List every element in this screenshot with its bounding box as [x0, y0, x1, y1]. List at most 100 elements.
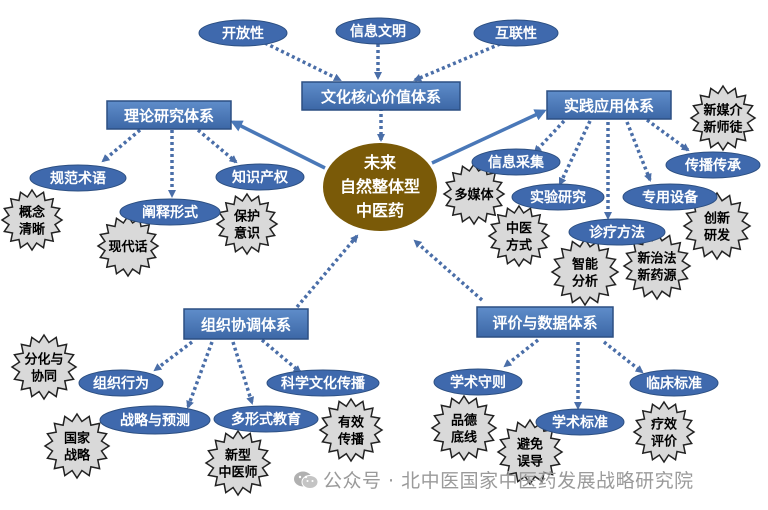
star-label: 品德 — [451, 413, 477, 429]
svg-text:中医药: 中医药 — [356, 201, 404, 220]
oval-label: 组织行为 — [93, 375, 149, 392]
oval-guifan: 规范术语 — [29, 164, 127, 192]
oval-label: 诊疗方法 — [589, 224, 645, 241]
oval-xinxi-caiji: 信息采集 — [471, 148, 561, 176]
watermark: 公众号 · 北中医国家中医药发展战略研究院 — [293, 466, 694, 493]
star-label: 新媒介 — [703, 103, 743, 119]
oval-kaifang: 开放性 — [198, 19, 288, 47]
oval-duoxingshi: 多形式教育 — [213, 405, 319, 433]
star-duomeiti: 多媒体 — [442, 162, 506, 226]
dotted-arrows — [101, 41, 690, 410]
wechat-icon — [294, 471, 319, 489]
star-badges: 概念清晰现代话保护意识多媒体中医方式智能分析新治法新药源新媒介新师徒创新研发分化… — [0, 84, 757, 497]
oval-linchuang: 临床标准 — [629, 369, 719, 397]
star-label: 新师徒 — [703, 120, 743, 136]
oval-shoudze: 学术守则 — [433, 368, 523, 396]
oval-hulian: 互联性 — [473, 19, 559, 47]
svg-text:未来: 未来 — [363, 153, 397, 172]
watermark-text: 公众号 · 北中医国家中医药发展战略研究院 — [323, 470, 694, 492]
system-left: 理论研究体系 — [106, 100, 232, 130]
star-label: 意识 — [234, 226, 260, 242]
oval-zhenliao: 诊疗方法 — [568, 218, 666, 246]
oval-label: 学术标准 — [552, 414, 608, 431]
oval-label: 知识产权 — [232, 169, 289, 186]
oval-label: 开放性 — [222, 25, 264, 42]
star-label: 新药源 — [637, 268, 676, 284]
star-label: 避免 — [517, 437, 543, 453]
star-label: 分析 — [572, 274, 598, 290]
solid-arrows — [230, 109, 547, 170]
star-label: 创新 — [703, 211, 730, 227]
oval-zhishi: 知识产权 — [215, 163, 305, 191]
oval-zhanlue: 战略与预测 — [99, 405, 211, 435]
oval-chanshi: 阐释形式 — [119, 198, 221, 226]
star-label: 分化与 — [24, 352, 63, 368]
star-label: 智能 — [572, 257, 598, 273]
oval-shiyan: 实验研究 — [511, 183, 605, 211]
oval-label: 规范术语 — [50, 170, 106, 187]
oval-zuzhi: 组织行为 — [78, 369, 164, 397]
svg-text:实践应用体系: 实践应用体系 — [564, 97, 654, 115]
oval-biaozhun: 学术标准 — [535, 408, 625, 436]
star-label: 评价 — [651, 435, 678, 450]
oval-chuanbo: 传播传承 — [665, 151, 761, 179]
oval-label: 学术守则 — [450, 374, 506, 391]
oval-kexue: 科学文化传播 — [266, 369, 380, 397]
oval-label: 互联性 — [495, 25, 537, 42]
star-label: 研发 — [704, 228, 731, 244]
system-bottom-right: 评价与数据体系 — [476, 306, 614, 338]
oval-label: 信息采集 — [488, 154, 545, 171]
star-label: 新治法 — [637, 251, 676, 267]
star-label: 传播 — [337, 432, 365, 448]
star-label: 清晰 — [19, 222, 45, 238]
oval-label: 科学文化传播 — [281, 375, 366, 392]
oval-label: 阐释形式 — [142, 204, 198, 221]
oval-xinxi-wenming: 信息文明 — [335, 17, 421, 45]
star-label: 战略 — [64, 448, 91, 464]
oval-label: 实验研究 — [530, 189, 586, 206]
star-label: 保护 — [233, 209, 260, 225]
star-label: 有效 — [338, 415, 365, 431]
oval-zhuanyong: 专用设备 — [622, 183, 718, 211]
system-right: 实践应用体系 — [546, 90, 672, 120]
star-label: 新型 — [225, 448, 251, 464]
oval-label: 多形式教育 — [231, 411, 301, 428]
oval-label: 专用设备 — [642, 189, 699, 206]
svg-text:评价与数据体系: 评价与数据体系 — [492, 314, 597, 332]
star-label: 底线 — [451, 430, 477, 446]
star-label: 多媒体 — [454, 187, 494, 203]
oval-label: 传播传承 — [684, 157, 741, 174]
svg-text:理论研究体系: 理论研究体系 — [124, 107, 214, 125]
system-bottom-left: 组织协调体系 — [183, 308, 309, 340]
star-label: 误导 — [517, 455, 543, 470]
svg-text:文化核心价值体系: 文化核心价值体系 — [321, 88, 441, 106]
star-label: 概念 — [19, 205, 45, 221]
star-label: 中医 — [506, 221, 532, 237]
oval-label: 信息文明 — [350, 23, 406, 40]
center-node: 未来 自然整体型 中医药 — [323, 143, 437, 231]
star-label: 方式 — [506, 238, 532, 254]
star-label: 协同 — [31, 369, 57, 385]
star-xiandai: 现代话 — [96, 214, 160, 278]
oval-label: 临床标准 — [646, 375, 702, 392]
star-label: 现代话 — [108, 239, 147, 255]
svg-text:自然整体型: 自然整体型 — [340, 177, 420, 196]
star-label: 疗效 — [651, 417, 678, 433]
system-top: 文化核心价值体系 — [301, 81, 461, 111]
